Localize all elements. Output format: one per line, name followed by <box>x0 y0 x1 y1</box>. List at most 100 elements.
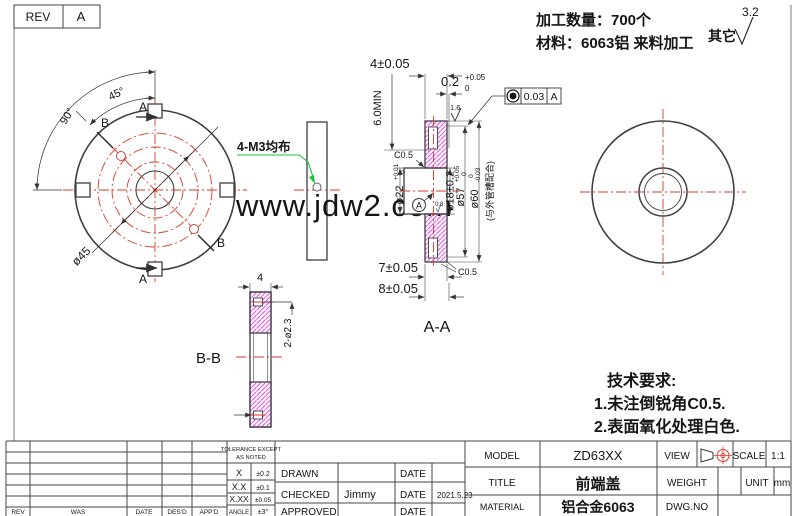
dim-thread-depth: 6.0MIN <box>372 90 384 126</box>
hole-2p3-lower <box>189 224 199 234</box>
dim-step-tol-lower: 0 <box>465 84 470 93</box>
section-aa: 4±0.05 0.2 +0.05 0 6.0MIN C0.5 1.6 A 0.8 <box>370 56 562 336</box>
hole-2p3-upper <box>116 151 126 161</box>
projection-symbol-icon <box>700 446 732 465</box>
tolerance-table: TOLERANCE EXCEPT AS NOTED X ±0.2 X.X ±0.… <box>221 441 282 516</box>
roughness-face: 1.6 <box>450 103 460 112</box>
title-label: TITLE <box>488 478 516 489</box>
drawn-date-label: DATE <box>400 469 426 480</box>
unit-label: UNIT <box>745 478 768 489</box>
slot-left <box>75 182 91 198</box>
tol-angle: ANGLE <box>229 510 249 516</box>
checked-date-label: DATE <box>400 490 426 501</box>
dim-bb-thickness: 4 <box>257 272 263 284</box>
roughness-bore: 0.8 <box>435 202 444 208</box>
concentricity-icon <box>509 92 517 100</box>
thread-note: 4-M3均布 <box>237 139 291 154</box>
dwgno-label: DWG.NO <box>666 502 708 513</box>
datum-label: A <box>416 201 422 211</box>
feature-control-frame: 0.03 A <box>467 87 562 126</box>
rev-label: REV <box>26 10 51 24</box>
dim-dia22: ø22 <box>394 186 406 205</box>
tech-requirements: 技术要求: 1.未注倒锐角C0.5. 2.表面氧化处理白色. <box>594 371 740 436</box>
m3-thread-top <box>428 126 438 150</box>
tol-x: X <box>236 468 242 478</box>
approved-date-label: DATE <box>400 507 426 516</box>
roughness-other-label: 其它 <box>708 28 736 44</box>
note-material: 材料：6063铝 来料加工 <box>536 34 694 52</box>
slot-right <box>219 182 235 198</box>
section-a-bottom-label: A <box>139 272 147 286</box>
chamfer-bottom: C0.5 <box>458 267 477 277</box>
top-notes: 加工数量：700个 材料：6063铝 来料加工 其它 3.2 <box>535 5 759 52</box>
section-b-top-label: B <box>101 116 109 130</box>
fcf-datum: A <box>550 91 557 103</box>
dim-dia57-tol-upper: +0.05 <box>454 165 461 182</box>
tolerance-header-2: AS NOTED <box>236 455 266 461</box>
appd-col-header: APP'D <box>200 509 219 516</box>
section-bb-label: B-B <box>196 350 221 367</box>
scale-value: 1:1 <box>771 451 785 462</box>
model-block: MODEL ZD63XX VIEW SCALE 1:1 TITLE 前端盖 WE… <box>465 441 791 516</box>
tol-xx-value: ±0.1 <box>256 485 270 492</box>
tech-req-title: 技术要求: <box>607 371 676 390</box>
title-value: 前端盖 <box>575 475 620 493</box>
desd-col-header: DES'D <box>167 509 187 516</box>
roughness-other-value: 3.2 <box>742 5 759 19</box>
section-b-bottom-label: B <box>217 236 225 250</box>
unit-value: mm <box>774 478 791 489</box>
slot-top <box>147 103 163 119</box>
sheet-border <box>13 5 792 441</box>
dim-dia60-note: (与外管槽配合) <box>484 161 495 221</box>
tol-xx: X.X <box>232 482 247 492</box>
revision-table: REV WAS DATE DES'D APP'D <box>6 441 228 516</box>
rev-col-header: REV <box>11 509 25 516</box>
signature-table: DRAWN CHECKED APPROVED Jimmy DATE DATE D… <box>275 441 473 516</box>
checked-label: CHECKED <box>281 490 330 501</box>
checked-date-value: 2021.5.23 <box>437 491 473 500</box>
datum-symbol <box>412 198 426 212</box>
rev-box: REV A <box>13 4 101 29</box>
approved-label: APPROVED <box>281 507 337 516</box>
dim-angle-90: 90° <box>58 106 77 126</box>
dim-bolt-circle: ø45 <box>69 244 94 269</box>
dim-7: 7±0.05 <box>378 260 418 275</box>
dim-dia22-tol-lower: 0 <box>400 170 407 174</box>
dim-dia60: ø60 <box>469 190 481 209</box>
was-col-header: WAS <box>71 509 86 516</box>
fcf-value: 0.03 <box>524 91 545 103</box>
tech-req-item-1: 1.未注倒锐角C0.5. <box>594 394 726 413</box>
view-label: VIEW <box>664 451 690 462</box>
dim-8: 8±0.05 <box>378 281 418 296</box>
section-a-top-label: A <box>139 100 147 114</box>
dim-step-tol-upper: +0.05 <box>465 73 486 82</box>
chamfer-top: C0.5 <box>394 150 413 160</box>
dim-thickness: 4±0.05 <box>370 56 410 71</box>
note-quantity: 加工数量：700个 <box>535 11 652 29</box>
tol-xxx-value: ±0.05 <box>255 497 272 504</box>
green-arrow <box>309 175 315 184</box>
scale-label: SCALE <box>733 451 766 462</box>
checked-name: Jimmy <box>344 489 376 501</box>
section-aa-label: A-A <box>424 319 451 336</box>
back-view <box>580 109 746 275</box>
dim-angle-45: 45° <box>107 85 127 103</box>
section-bb: 2-ø2.3 4 B-B <box>196 272 295 428</box>
side-view: 4-M3均布 <box>237 121 341 261</box>
tol-x-value: ±0.2 <box>256 471 270 478</box>
dim-dia57: ø57 <box>455 188 467 207</box>
date-col-header: DATE <box>136 509 154 516</box>
tolerance-header-1: TOLERANCE EXCEPT <box>221 447 282 453</box>
surface-finish-icon <box>734 16 754 46</box>
model-value: ZD63XX <box>573 448 622 463</box>
material-value: 铝合金6063 <box>561 499 634 515</box>
tol-xxx: X.XX <box>229 494 249 504</box>
dim-holes: 2-ø2.3 <box>283 318 294 347</box>
surface-finish-icon-small <box>435 203 442 213</box>
dim-dia22-tol-upper: +0.01 <box>393 163 400 180</box>
m3-thread-bottom <box>428 237 438 259</box>
model-label: MODEL <box>484 451 520 462</box>
title-block: REV WAS DATE DES'D APP'D TOLERANCE EXCEP… <box>5 440 792 516</box>
